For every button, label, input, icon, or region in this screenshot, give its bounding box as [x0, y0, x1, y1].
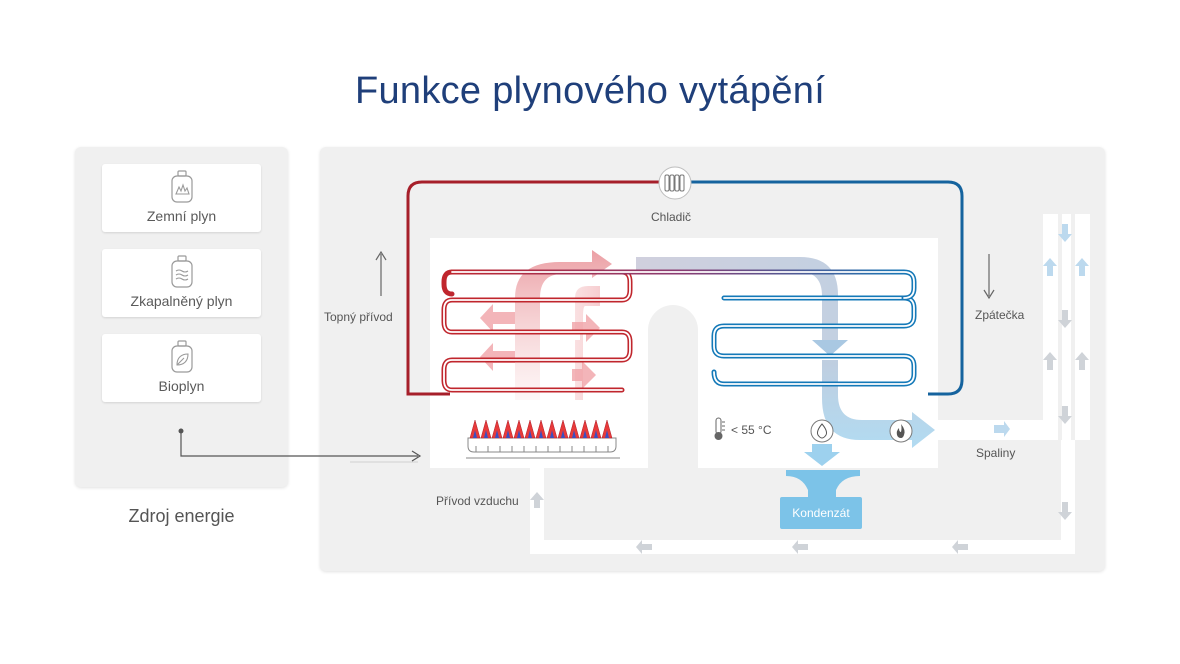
radiator-icon [658, 166, 692, 200]
return-label: Zpátečka [975, 308, 1025, 322]
source-card-biogas[interactable]: Bioplyn [102, 334, 261, 402]
condensate-label: Kondenzát [780, 497, 862, 529]
heating-circuit [406, 180, 964, 396]
hot-heat-exchanger-coil [441, 269, 633, 393]
flame-icon [889, 419, 913, 443]
energy-sources-caption: Zdroj energie [128, 506, 235, 526]
air-inlet-label: Přívod vzduchu [436, 494, 519, 508]
source-label: Zemní plyn [146, 208, 217, 224]
water-drop-icon [810, 419, 834, 443]
source-card-natural-gas[interactable]: Zemní plyn [102, 164, 261, 232]
supply-direction-arrow-icon [375, 250, 387, 296]
page-title: Funkce plynového vytápění [354, 70, 826, 112]
radiator-label: Chladič [651, 210, 692, 224]
supply-label: Topný přívod [324, 310, 393, 324]
flue-gas-label: Spaliny [976, 446, 1016, 460]
source-card-lpg[interactable]: Zkapalněný plyn [102, 249, 261, 317]
burner [466, 419, 620, 459]
duct-flow-arrows [530, 224, 1089, 554]
return-direction-arrow-icon [983, 254, 995, 300]
gas-bottle-flame-icon [171, 170, 193, 203]
gas-bottle-waves-icon [171, 255, 193, 288]
air-exhaust-duct [530, 214, 1090, 554]
gas-bottle-leaf-icon [171, 340, 193, 373]
gas-supply-line [178, 428, 422, 463]
crossover-coil [441, 269, 917, 301]
supply-pipe [406, 180, 662, 396]
flames [469, 419, 613, 439]
source-label: Zkapalněný plyn [130, 293, 233, 309]
source-label: Bioplyn [158, 378, 205, 394]
thermometer-icon [714, 417, 725, 440]
return-pipe [688, 180, 964, 396]
temperature-label: < 55 °C [731, 423, 772, 437]
cold-heat-exchanger-coil [711, 295, 917, 387]
condensate-funnel [786, 470, 860, 497]
